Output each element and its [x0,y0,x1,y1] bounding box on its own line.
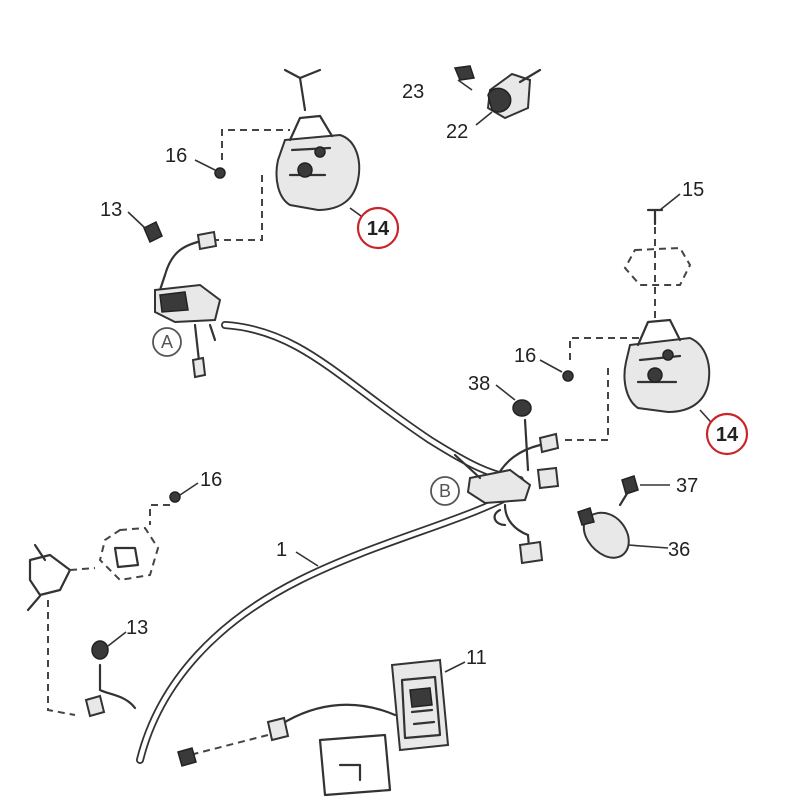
label-38: 38 [468,373,490,395]
bolt-16-lower [169,491,181,503]
label-a: A [161,332,173,352]
bolt-15 [646,208,664,226]
screw-37 [618,475,639,507]
label-16-lower: 16 [200,469,222,491]
switch-plug [266,716,290,742]
label-13-upper: 13 [100,199,122,221]
lower-plug [84,694,106,718]
lower-left-wire-dashed [47,567,96,716]
bracket-top-fragment [283,68,322,112]
label-16-right: 16 [514,345,536,367]
label-13-lower: 13 [126,617,148,639]
bracket-11-base [318,733,392,797]
label-22: 22 [446,121,468,143]
label-b: B [439,481,451,501]
horn-36 [577,507,630,559]
label-36: 36 [668,539,690,561]
right-lamp-plug [538,432,560,454]
highlight-callout-14-lower: 14 [705,412,749,456]
label-1: 1 [276,539,287,561]
main-wire-harness [136,321,524,764]
left-lamp-wire-path [215,129,290,241]
left-lamp-plug [196,230,218,251]
label-14-upper: 14 [367,218,390,240]
plug-far-left [177,747,197,767]
label-23: 23 [402,81,424,103]
right-lamp-wire-path [560,337,640,441]
left-pigtail [158,238,207,292]
switch-dashed [189,734,269,756]
junction-b [453,418,560,565]
label-37: 37 [676,475,698,497]
grommet-38 [512,399,532,417]
bracket-lower-left [26,543,140,612]
label-15: 15 [682,179,704,201]
switch-11 [390,658,450,752]
bolt-16-right [562,370,574,382]
label-11: 11 [466,647,487,669]
callout-labels: 23 22 16 13 15 16 38 37 36 16 1 13 11 [100,81,704,669]
lower-left-bracket-dashed [98,504,170,582]
lamp-bracket-dashed [623,215,692,320]
work-light-left [275,114,361,212]
label-16-upper: 16 [165,145,187,167]
bolt-16-left-upper [214,167,226,179]
work-light-right [623,318,711,414]
switch-wire [278,703,397,727]
callout-circle-b: B [430,476,460,506]
lower-pigtail [98,663,137,710]
part-22-connector [486,68,542,120]
callout-circle-a: A [152,327,182,357]
connector-13-lower [91,640,109,660]
part-23-clip [453,65,475,81]
switch-housing-a [154,283,222,379]
label-14-lower: 14 [716,424,739,446]
connector-13-upper [143,220,163,244]
highlight-callout-14-upper: 14 [356,206,400,250]
